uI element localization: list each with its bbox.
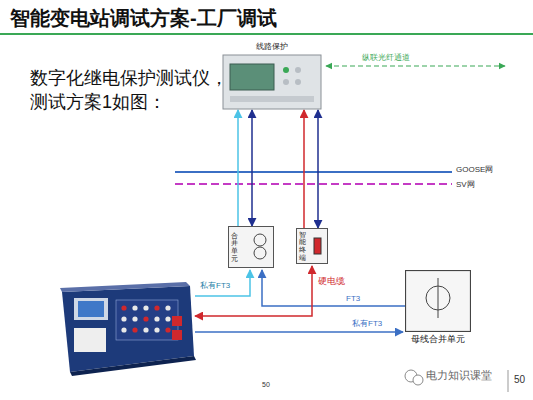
intro-text: 数字化继电保护测试仪，测试方案1如图： xyxy=(30,66,236,115)
sv-net xyxy=(175,183,452,185)
title-rule xyxy=(0,33,533,35)
wire-label: FT3 xyxy=(346,294,360,304)
relay-tester xyxy=(60,282,196,376)
fibre-channel xyxy=(326,65,505,66)
ft3-wire xyxy=(262,270,405,306)
merging-unit: 合并单元 xyxy=(228,226,274,268)
page-number: 50 xyxy=(262,381,270,389)
page-number: 50 xyxy=(514,374,525,386)
bus-merging-unit: 母线合并单元 xyxy=(405,270,471,332)
goose-net xyxy=(175,171,452,173)
watermark: 电力知识课堂 xyxy=(426,369,492,382)
private-ft3-wire xyxy=(195,270,250,296)
node-label: 合并单元 xyxy=(231,232,238,263)
node-label: 母线合并单元 xyxy=(411,335,465,345)
connector xyxy=(251,110,253,226)
node-label: 智能终端 xyxy=(299,231,306,262)
node-shape xyxy=(405,270,471,332)
hard-cable xyxy=(195,266,312,316)
connector xyxy=(303,110,305,228)
private-ft3-wire xyxy=(195,331,403,333)
line-protection: 线路保护 xyxy=(222,54,322,110)
intelligent-terminal: 智能终端 xyxy=(296,228,328,264)
wire-label: 私有FT3 xyxy=(200,281,230,291)
wire-label: 硬电缆 xyxy=(318,276,345,287)
node-shape xyxy=(222,54,322,110)
wire-label: 私有FT3 xyxy=(352,319,382,329)
net-label: SV网 xyxy=(456,180,475,190)
wechat-icon xyxy=(405,370,423,385)
connector xyxy=(237,110,239,226)
node-label: 线路保护 xyxy=(256,43,288,52)
connector xyxy=(317,110,319,228)
net-label: GOOSE网 xyxy=(456,165,493,175)
page-title: 智能变电站调试方案-工厂调试 xyxy=(10,6,277,30)
page-divider xyxy=(508,370,509,392)
channel-label: 纵联光纤通道 xyxy=(362,53,410,63)
